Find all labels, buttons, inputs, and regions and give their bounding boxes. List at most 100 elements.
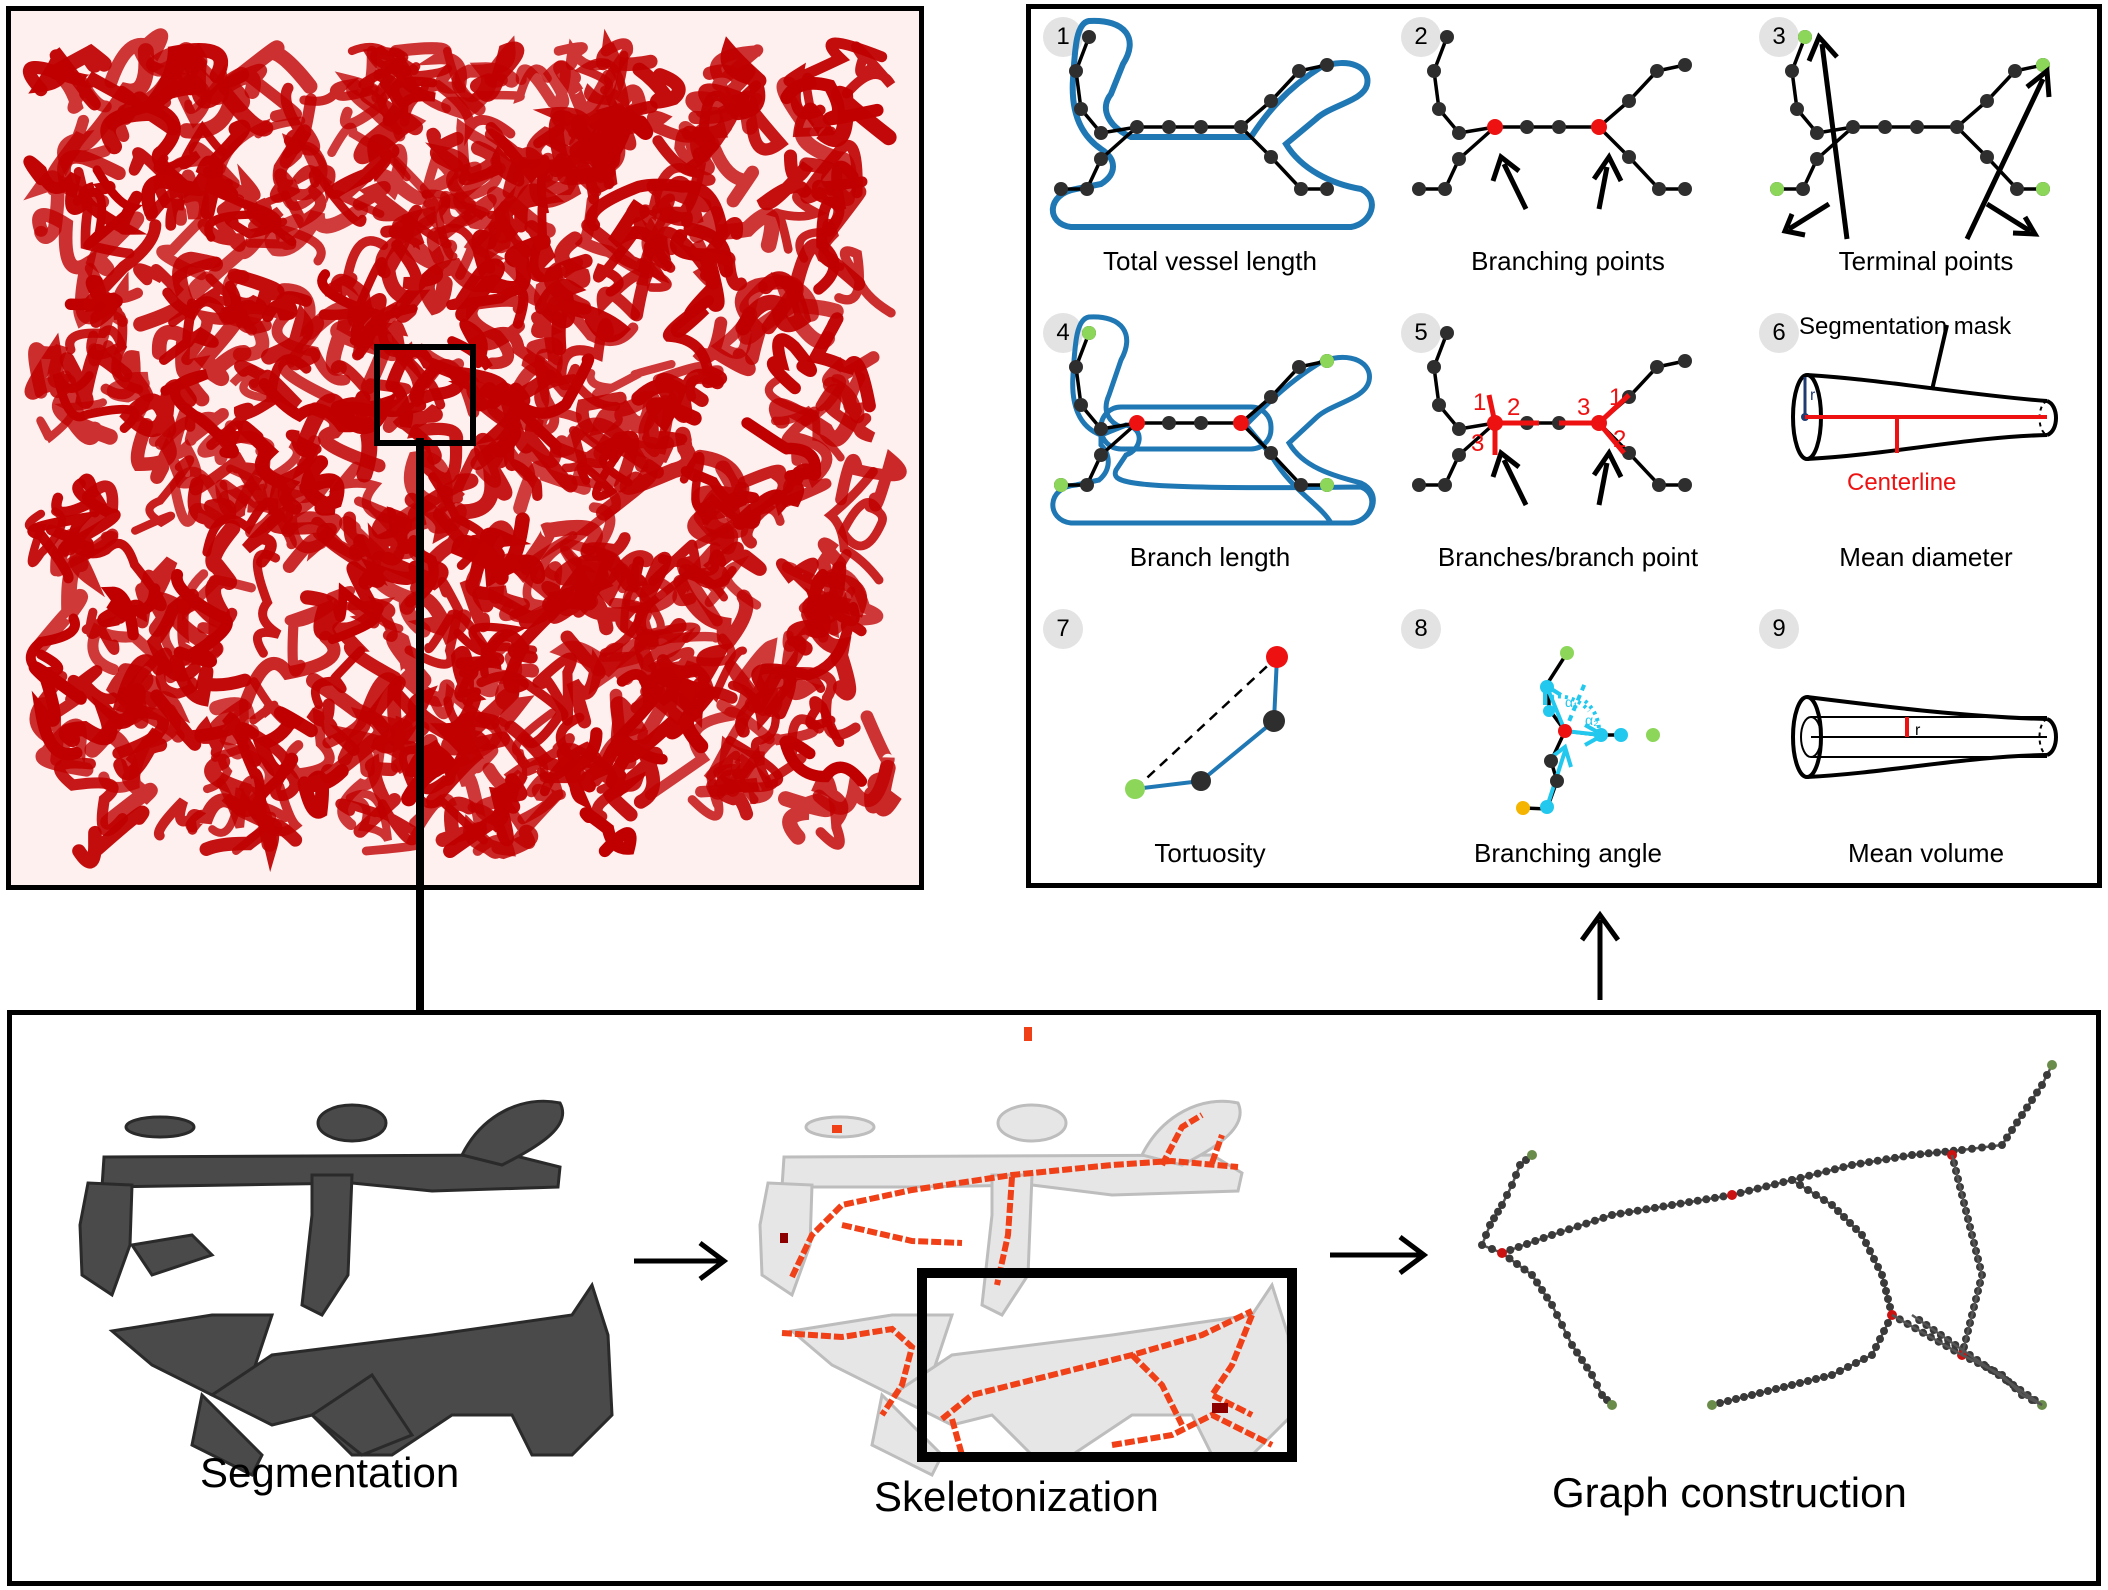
vessel-strand bbox=[579, 807, 637, 858]
skeleton-node bbox=[1432, 102, 1446, 116]
terminal-point bbox=[1320, 354, 1334, 368]
vessel-strand bbox=[326, 585, 404, 633]
graph-node bbox=[1890, 1153, 1899, 1162]
vessel-strand bbox=[689, 206, 780, 253]
graph-node bbox=[1872, 1343, 1880, 1351]
graph-node bbox=[1866, 1247, 1874, 1255]
vessel-strand bbox=[375, 206, 436, 279]
graph-node bbox=[1796, 1173, 1805, 1182]
vessel-strand bbox=[811, 772, 849, 850]
vessel-strand bbox=[65, 325, 144, 394]
vessel-strand bbox=[133, 251, 224, 332]
graph-node bbox=[1578, 1356, 1586, 1364]
metric-terminal-points: 3 Terminal points bbox=[1747, 9, 2105, 305]
skeleton-node bbox=[1234, 120, 1248, 134]
vessel-strand bbox=[515, 60, 571, 122]
graph-node bbox=[1498, 1201, 1506, 1209]
graph-node bbox=[1506, 1246, 1515, 1254]
vessel-strand bbox=[24, 507, 67, 568]
graph-node bbox=[1796, 1181, 1804, 1189]
skeleton-node bbox=[1622, 94, 1636, 108]
centerline-label: Centerline bbox=[1847, 469, 1957, 496]
metric-total-vessel-length: 1 Total vessel length bbox=[1031, 9, 1389, 305]
vessel-strand bbox=[85, 211, 145, 277]
processing-pipeline-panel: Segmentation Skeletonization Graph const… bbox=[7, 1010, 2101, 1586]
vessel-strand bbox=[322, 706, 413, 773]
graph-node bbox=[1865, 1158, 1874, 1167]
graph-node bbox=[1844, 1363, 1852, 1371]
graph-node bbox=[1543, 1293, 1551, 1302]
vessel-strand bbox=[131, 455, 195, 535]
up-arrow-head bbox=[1579, 910, 1621, 942]
vessel-strand bbox=[29, 697, 64, 766]
skeleton-node bbox=[1678, 182, 1692, 196]
metric-branches-per-branch-point: 5 1 2 3 3 1 bbox=[1389, 305, 1747, 601]
graph-nodes bbox=[1478, 1060, 2057, 1410]
graph-node bbox=[1978, 1143, 1986, 1152]
vessel-strand bbox=[641, 414, 688, 450]
graph-node bbox=[1745, 1186, 1754, 1195]
terminal-point bbox=[1560, 646, 1574, 660]
segmentation-render bbox=[78, 1099, 614, 1478]
vessel-strand bbox=[673, 574, 754, 650]
graph-node bbox=[1753, 1184, 1762, 1193]
graph-node bbox=[1548, 1301, 1556, 1309]
vessel-strand bbox=[396, 525, 439, 608]
vessel-strand bbox=[171, 568, 233, 668]
skeleton-node bbox=[1094, 152, 1108, 166]
vessel-strand bbox=[631, 377, 702, 434]
skeleton-node bbox=[1878, 120, 1892, 134]
skeleton-edge bbox=[1269, 451, 1303, 487]
graph-node bbox=[1625, 1208, 1634, 1217]
vessel-strand bbox=[422, 155, 503, 234]
skeleton-edge bbox=[1269, 155, 1303, 191]
graph-node bbox=[1862, 1239, 1870, 1247]
skeleton-node bbox=[1785, 64, 1799, 78]
vessel-strand bbox=[470, 41, 525, 102]
graph-node bbox=[1531, 1237, 1540, 1245]
skeleton-node bbox=[1438, 182, 1452, 196]
vessel-strand bbox=[188, 222, 272, 300]
branch-outlines bbox=[1050, 314, 1376, 526]
graph-terminal-node bbox=[1607, 1400, 1617, 1410]
graph-node bbox=[1788, 1381, 1796, 1389]
terminal-points-diagram bbox=[1770, 30, 2052, 241]
graph-node bbox=[1958, 1146, 1966, 1154]
skeleton-node bbox=[1294, 182, 1308, 196]
graph-node bbox=[1516, 1161, 1524, 1169]
vessel-strand bbox=[642, 674, 738, 729]
graph-node bbox=[1924, 1149, 1933, 1158]
vessel-strand bbox=[455, 229, 505, 322]
branching-angle-diagram: α₁ α₂ bbox=[1516, 646, 1660, 815]
graph-node bbox=[1685, 1198, 1694, 1207]
vessel-strand bbox=[536, 743, 618, 794]
vessel-strand bbox=[625, 556, 649, 593]
vessel-strand bbox=[347, 595, 398, 642]
graph-node bbox=[1593, 1381, 1601, 1389]
skeleton-edge bbox=[1239, 125, 1273, 159]
metric-label: Mean volume bbox=[1847, 838, 2005, 868]
branch-count-label: 1 bbox=[1473, 389, 1486, 416]
vessel-strand bbox=[252, 706, 318, 779]
skeleton-node bbox=[1910, 120, 1924, 134]
branch-point bbox=[1591, 415, 1607, 431]
graph-node bbox=[1899, 1152, 1908, 1161]
vessel-strand bbox=[454, 433, 513, 520]
vessel-strand bbox=[197, 420, 275, 466]
total-vessel-length-diagram bbox=[1049, 17, 1375, 230]
vessel-strand bbox=[178, 66, 250, 139]
mean-volume-diagram: r bbox=[1791, 695, 2058, 779]
skeleton-node bbox=[1162, 120, 1176, 134]
graph-node bbox=[1642, 1205, 1651, 1214]
vessel-strand bbox=[727, 670, 826, 731]
vessel-strand bbox=[806, 312, 876, 413]
vessel-strand bbox=[466, 383, 522, 471]
metric-label: Total vessel length bbox=[1103, 246, 1317, 276]
skeleton-node bbox=[1950, 120, 1964, 134]
vessel-strand bbox=[766, 333, 817, 395]
vessel-strand bbox=[371, 473, 479, 540]
graph-node bbox=[1878, 1271, 1886, 1279]
terminal-point bbox=[1646, 728, 1660, 742]
skeleton-node bbox=[1622, 446, 1636, 460]
vessel-strand bbox=[52, 384, 118, 445]
